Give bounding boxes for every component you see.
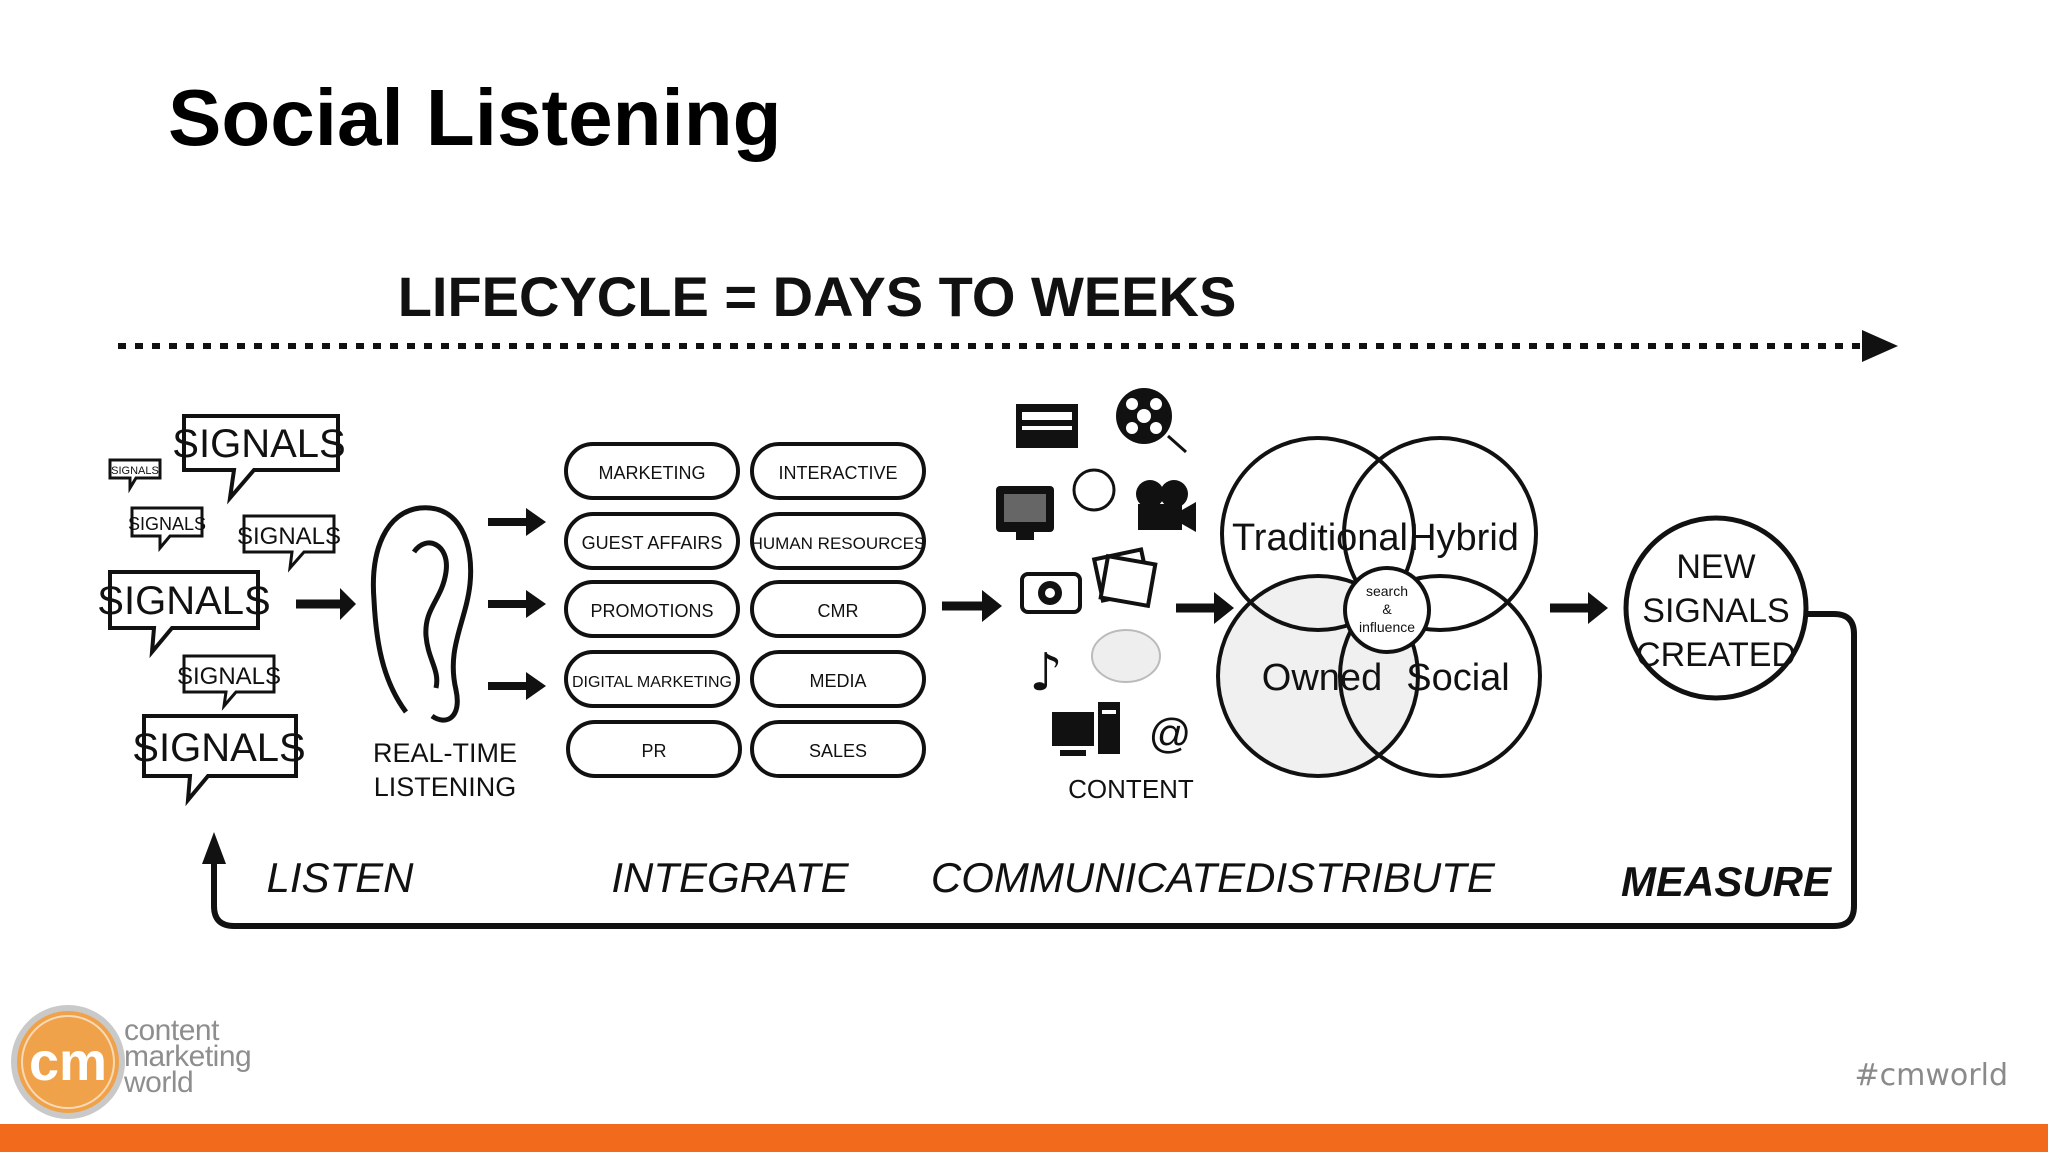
integrate-pill-cmr: CMR bbox=[750, 580, 926, 638]
svg-text:SALES: SALES bbox=[809, 741, 867, 761]
camera-icon bbox=[1020, 572, 1082, 614]
feedback-loop-arrowhead bbox=[202, 832, 226, 864]
svg-text:Traditional: Traditional bbox=[1232, 517, 1408, 559]
flow-arrowhead bbox=[340, 588, 356, 620]
venn-circle-hybrid bbox=[1342, 436, 1538, 632]
flow-arrowhead bbox=[1588, 592, 1608, 624]
feedback-loop-line bbox=[211, 611, 1857, 929]
integrate-pill-guest-affairs: GUEST AFFAIRS bbox=[564, 512, 740, 570]
signal-bubble: SIGNALS bbox=[97, 570, 271, 659]
signal-label: SIGNALS bbox=[97, 579, 270, 623]
cmworld-logo-icon: cm bbox=[11, 1005, 125, 1119]
integrate-pill-digital-marketing: DIGITAL MARKETING bbox=[564, 650, 740, 708]
content-icons: ♪ @ bbox=[996, 388, 1196, 757]
svg-text:CMR: CMR bbox=[818, 601, 859, 621]
venn-center-circle bbox=[1343, 566, 1431, 654]
flow-arrow-group bbox=[488, 508, 546, 700]
logo-wordmark: content marketing world bbox=[124, 1014, 252, 1099]
film-reel-icon bbox=[1116, 388, 1187, 454]
svg-text:Owned: Owned bbox=[1262, 657, 1382, 699]
venn-diagram: Traditional Hybrid Owned Social search &… bbox=[1216, 436, 1542, 778]
svg-text:GUEST AFFAIRS: GUEST AFFAIRS bbox=[582, 533, 723, 553]
svg-text:PR: PR bbox=[641, 741, 666, 761]
integrate-pill-pr: PR bbox=[566, 720, 742, 778]
ear-caption-line2: LISTENING bbox=[374, 772, 517, 802]
integrate-pill-sales: SALES bbox=[750, 720, 926, 778]
signal-label: SIGNALS bbox=[132, 726, 305, 770]
signal-bubble: SIGNALS bbox=[172, 414, 346, 505]
integrate-pill-human-resources: HUMAN RESOURCES bbox=[750, 512, 926, 570]
hashtag: #cmworld bbox=[1854, 1058, 2008, 1093]
svg-text:DIGITAL MARKETING: DIGITAL MARKETING bbox=[572, 674, 732, 691]
signal-bubble: SIGNALS bbox=[108, 458, 162, 494]
new-signals-circle bbox=[1623, 515, 1809, 701]
svg-text:INTERACTIVE: INTERACTIVE bbox=[778, 463, 897, 483]
lifecycle-arrowhead bbox=[1862, 330, 1898, 362]
footer-accent-bar bbox=[0, 1124, 2048, 1152]
logo-line-content: content bbox=[124, 1014, 219, 1047]
flow-arrowhead bbox=[982, 590, 1002, 622]
logo-line-world: world bbox=[124, 1066, 194, 1099]
signal-label: SIGNALS bbox=[172, 422, 345, 466]
stage-label-integrate: INTEGRATE bbox=[611, 854, 849, 901]
lifecycle-label: LIFECYCLE = DAYS TO WEEKS bbox=[398, 265, 1237, 328]
photos-icon bbox=[1091, 547, 1158, 609]
flow-arrowhead bbox=[1214, 592, 1234, 624]
svg-text:influence: influence bbox=[1359, 619, 1415, 635]
signal-bubble: SIGNALS bbox=[132, 714, 306, 807]
slide-title: Social Listening bbox=[168, 73, 782, 162]
svg-text:&: & bbox=[1382, 601, 1392, 617]
svg-text:MEDIA: MEDIA bbox=[809, 671, 866, 691]
new-signals-line3: CREATED bbox=[1636, 636, 1796, 674]
svg-text:HUMAN RESOURCES: HUMAN RESOURCES bbox=[751, 534, 926, 553]
stage-label-distribute: DISTRIBUTE bbox=[1245, 854, 1496, 901]
svg-text:Hybrid: Hybrid bbox=[1409, 517, 1519, 559]
circle-icon bbox=[1072, 468, 1116, 512]
signal-bubble: SIGNALS bbox=[128, 506, 206, 553]
new-signals-line2: SIGNALS bbox=[1642, 592, 1789, 630]
stage-label-measure: MEASURE bbox=[1621, 858, 1833, 905]
signal-label: SIGNALS bbox=[111, 465, 159, 477]
ear-caption-line1: REAL-TIME bbox=[373, 738, 517, 768]
tv-icon bbox=[996, 486, 1054, 540]
integrate-pill-media: MEDIA bbox=[750, 650, 926, 708]
logo-line-marketing: marketing bbox=[124, 1040, 252, 1073]
signal-bubble: SIGNALS bbox=[177, 654, 281, 711]
music-note-icon: ♪ bbox=[1029, 643, 1062, 703]
new-signals-line1: NEW bbox=[1676, 548, 1755, 586]
at-sign-icon: @ bbox=[1149, 710, 1192, 757]
content-caption: CONTENT bbox=[1068, 774, 1194, 804]
svg-text:search: search bbox=[1366, 583, 1408, 599]
svg-text:MARKETING: MARKETING bbox=[598, 463, 705, 483]
ear-icon bbox=[370, 505, 474, 723]
integrate-pill-marketing: MARKETING bbox=[564, 442, 740, 500]
signal-label: SIGNALS bbox=[237, 523, 341, 550]
computer-icon bbox=[1052, 702, 1120, 756]
stage-label-listen: LISTEN bbox=[266, 854, 414, 901]
svg-text:Social: Social bbox=[1406, 657, 1510, 699]
venn-circle-social bbox=[1338, 574, 1542, 778]
signal-label: SIGNALS bbox=[177, 663, 281, 690]
newspaper-icon bbox=[1016, 404, 1078, 448]
signal-bubble: SIGNALS bbox=[237, 514, 341, 573]
integrate-pill-promotions: PROMOTIONS bbox=[564, 580, 740, 638]
signal-label: SIGNALS bbox=[128, 514, 206, 534]
integrate-pill-interactive: INTERACTIVE bbox=[750, 442, 926, 500]
cloud-icon bbox=[1091, 629, 1161, 683]
venn-circle-traditional bbox=[1220, 436, 1416, 632]
svg-text:PROMOTIONS: PROMOTIONS bbox=[590, 601, 713, 621]
stage-label-communicate: COMMUNICATE bbox=[931, 854, 1246, 901]
logo-initials: cm bbox=[29, 1032, 107, 1092]
movie-camera-icon bbox=[1136, 480, 1196, 532]
